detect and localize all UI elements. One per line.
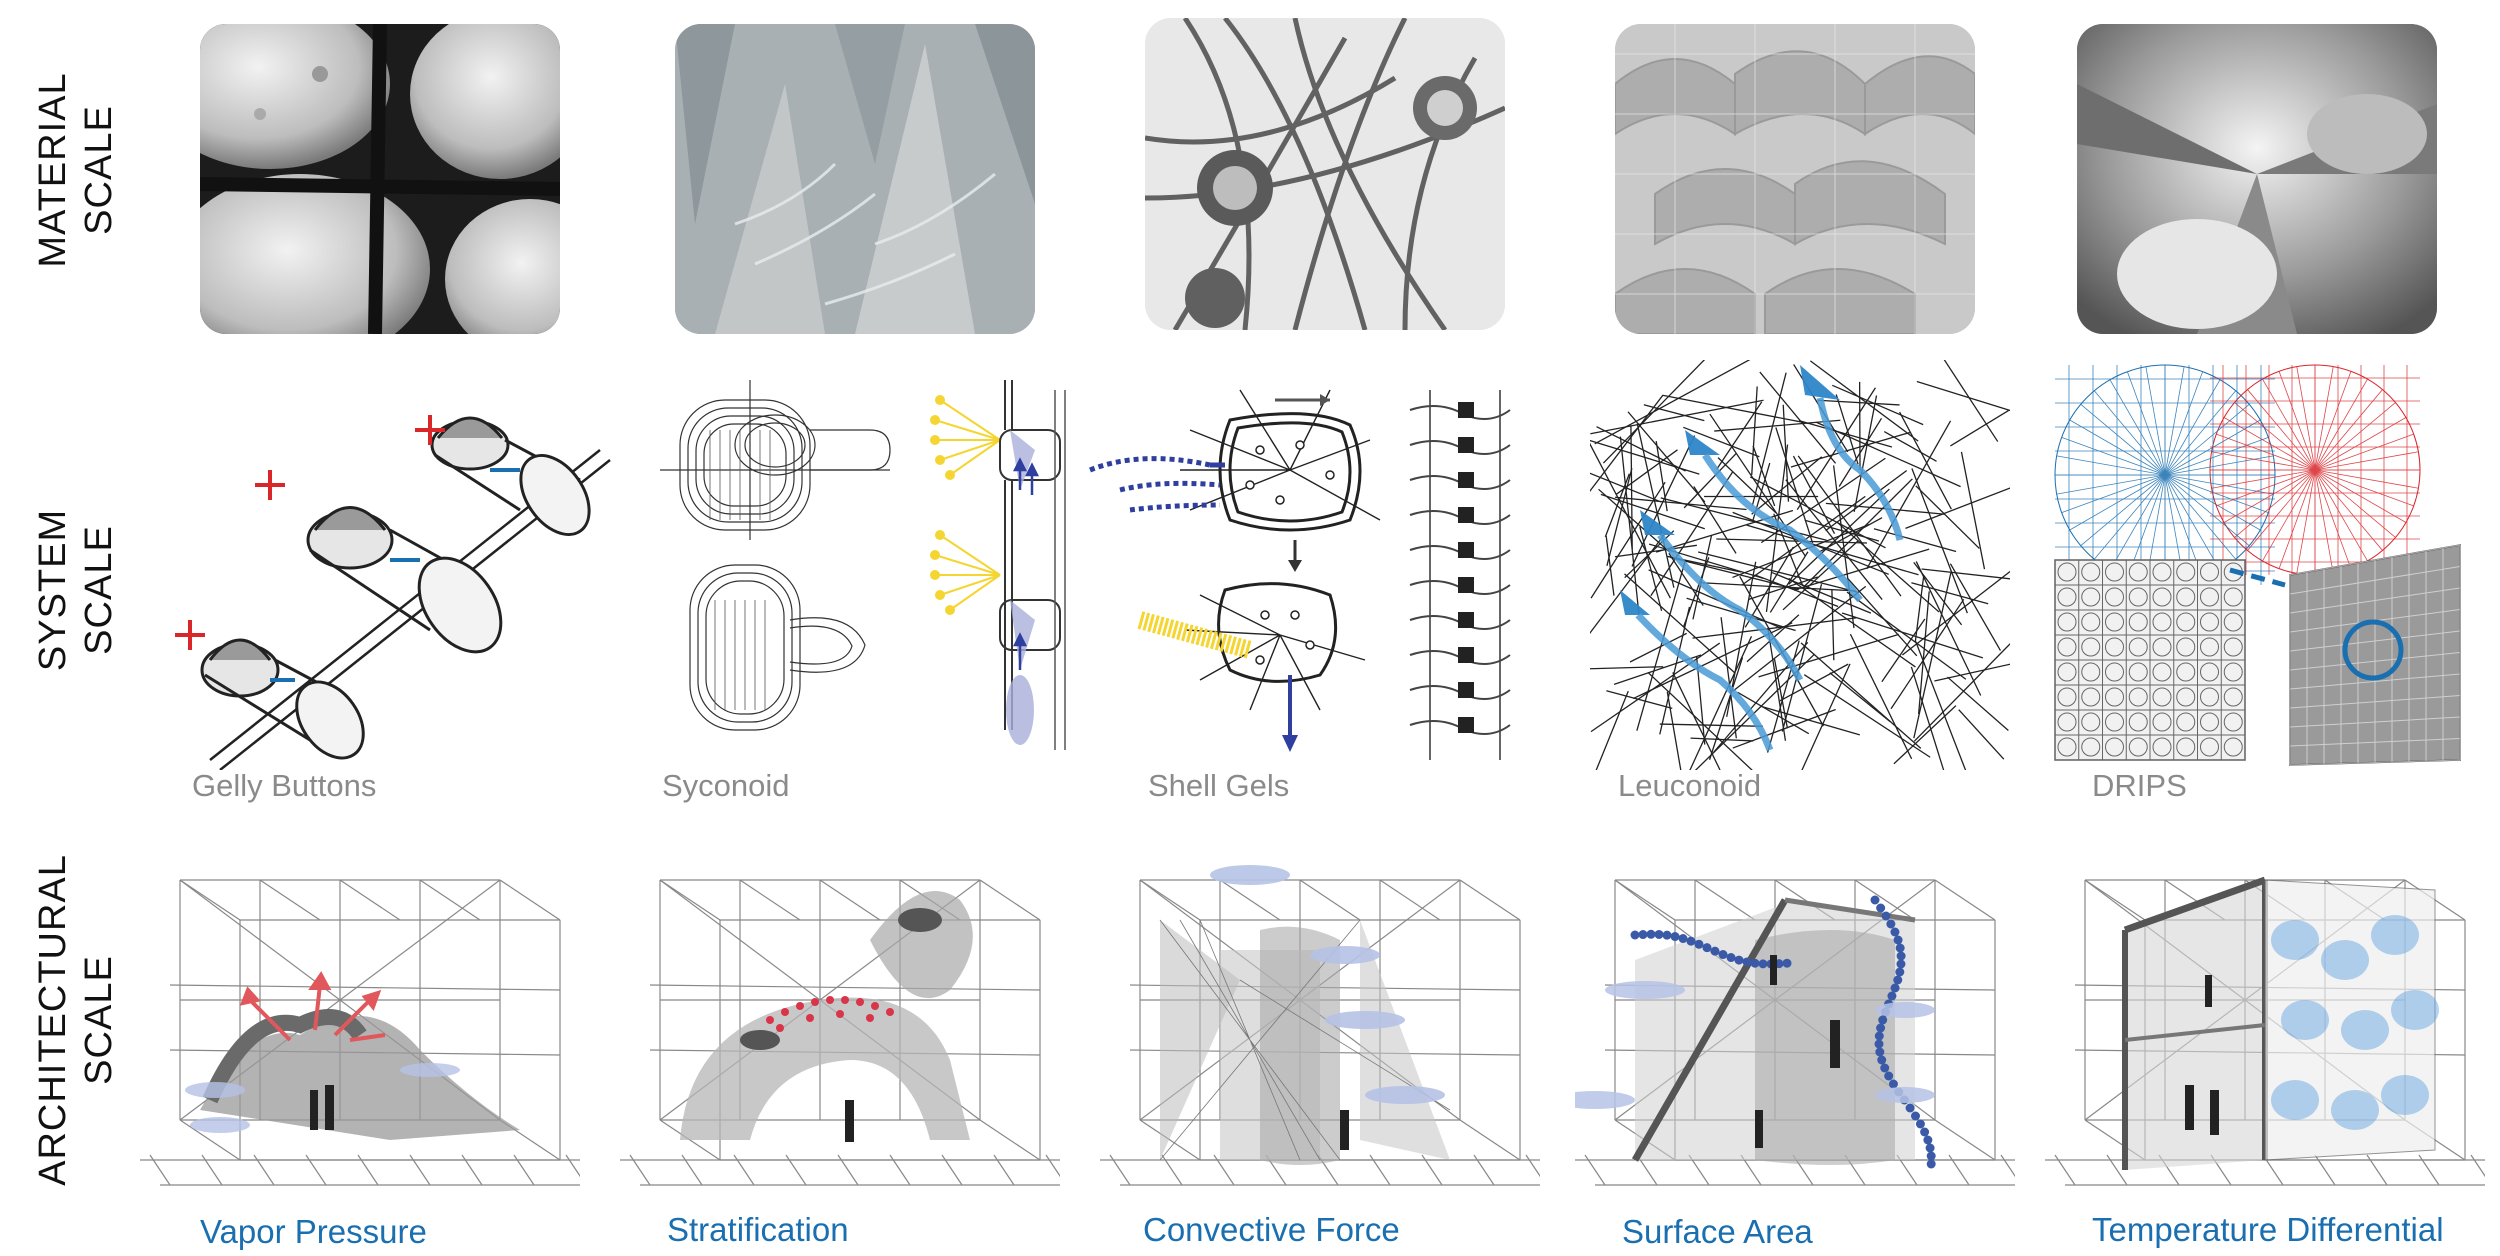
- arch-diagram-surface-area: [1575, 860, 2015, 1190]
- row-label-system-line2: SCALE: [78, 525, 120, 655]
- row-label-material-line2: SCALE: [78, 105, 120, 235]
- system-diagram-syconoid: [640, 370, 1080, 770]
- arch-label-surface-area: Surface Area: [1622, 1213, 1813, 1250]
- system-label-syconoid: Syconoid: [662, 768, 790, 803]
- system-diagram-drips: [2045, 360, 2485, 770]
- arch-label-convective-force: Convective Force: [1143, 1211, 1400, 1248]
- system-label-leuconoid: Leuconoid: [1618, 768, 1762, 803]
- system-label-gelly-buttons: Gelly Buttons: [192, 768, 377, 803]
- material-photo-gelly-buttons: [200, 24, 560, 334]
- system-label-drips: DRIPS: [2092, 768, 2187, 803]
- arch-label-temperature-differential: Temperature Differential: [2092, 1211, 2444, 1248]
- row-label-architectural-line1: ARCHITECTURAL: [32, 854, 74, 1186]
- arch-diagram-vapor-pressure: [140, 860, 580, 1190]
- system-label-shell-gels: Shell Gels: [1148, 768, 1290, 803]
- material-photo-shell-gels: [1145, 18, 1505, 330]
- system-diagram-leuconoid: [1590, 360, 2010, 770]
- row-label-material: MATERIAL SCALE: [30, 0, 150, 340]
- system-diagram-gelly-buttons: [160, 390, 620, 770]
- arch-diagram-convective-force: [1100, 860, 1540, 1190]
- material-photo-syconoid: [675, 24, 1035, 334]
- arch-label-stratification: Stratification: [667, 1211, 849, 1248]
- row-label-architectural-line2: SCALE: [78, 955, 120, 1085]
- row-label-material-line1: MATERIAL: [32, 72, 74, 268]
- arch-label-vapor-pressure: Vapor Pressure: [200, 1213, 427, 1250]
- arch-diagram-temperature-differential: [2045, 860, 2485, 1190]
- system-diagram-shell-gels: [1080, 380, 1520, 770]
- row-label-system-line1: SYSTEM: [32, 508, 74, 672]
- material-photo-drips: [2077, 24, 2437, 334]
- arch-diagram-stratification: [620, 860, 1060, 1190]
- material-photo-leuconoid: [1615, 24, 1975, 334]
